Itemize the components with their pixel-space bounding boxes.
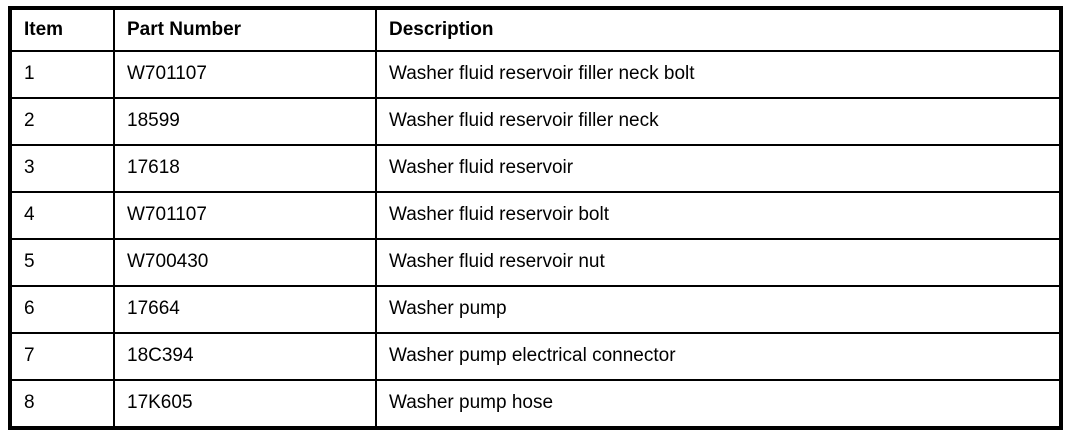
- cell-part-number: 18C394: [113, 332, 377, 381]
- cell-description: Washer fluid reservoir filler neck bolt: [375, 50, 1062, 99]
- cell-description: Washer pump: [375, 285, 1062, 334]
- cell-item: 8: [9, 379, 115, 429]
- cell-part-number: 17664: [113, 285, 377, 334]
- header-part-number: Part Number: [113, 7, 377, 52]
- table-row: 2 18599 Washer fluid reservoir filler ne…: [9, 97, 1062, 146]
- cell-item: 5: [9, 238, 115, 287]
- table-row: 3 17618 Washer fluid reservoir: [9, 144, 1062, 193]
- cell-item: 6: [9, 285, 115, 334]
- table-header-row: Item Part Number Description: [9, 7, 1062, 52]
- cell-item: 2: [9, 97, 115, 146]
- parts-table: Item Part Number Description 1 W701107 W…: [8, 6, 1063, 430]
- cell-part-number: W701107: [113, 191, 377, 240]
- cell-description: Washer fluid reservoir filler neck: [375, 97, 1062, 146]
- table-row: 7 18C394 Washer pump electrical connecto…: [9, 332, 1062, 381]
- cell-item: 3: [9, 144, 115, 193]
- table-row: 4 W701107 Washer fluid reservoir bolt: [9, 191, 1062, 240]
- cell-item: 4: [9, 191, 115, 240]
- table-row: 1 W701107 Washer fluid reservoir filler …: [9, 50, 1062, 99]
- cell-part-number: 17K605: [113, 379, 377, 429]
- cell-part-number: 17618: [113, 144, 377, 193]
- table-row: 8 17K605 Washer pump hose: [9, 379, 1062, 429]
- cell-description: Washer fluid reservoir nut: [375, 238, 1062, 287]
- cell-part-number: W700430: [113, 238, 377, 287]
- cell-item: 7: [9, 332, 115, 381]
- cell-description: Washer pump electrical connector: [375, 332, 1062, 381]
- cell-description: Washer pump hose: [375, 379, 1062, 429]
- header-item: Item: [9, 7, 115, 52]
- cell-part-number: 18599: [113, 97, 377, 146]
- cell-item: 1: [9, 50, 115, 99]
- cell-description: Washer fluid reservoir: [375, 144, 1062, 193]
- cell-part-number: W701107: [113, 50, 377, 99]
- header-description: Description: [375, 7, 1062, 52]
- table-row: 6 17664 Washer pump: [9, 285, 1062, 334]
- cell-description: Washer fluid reservoir bolt: [375, 191, 1062, 240]
- table-row: 5 W700430 Washer fluid reservoir nut: [9, 238, 1062, 287]
